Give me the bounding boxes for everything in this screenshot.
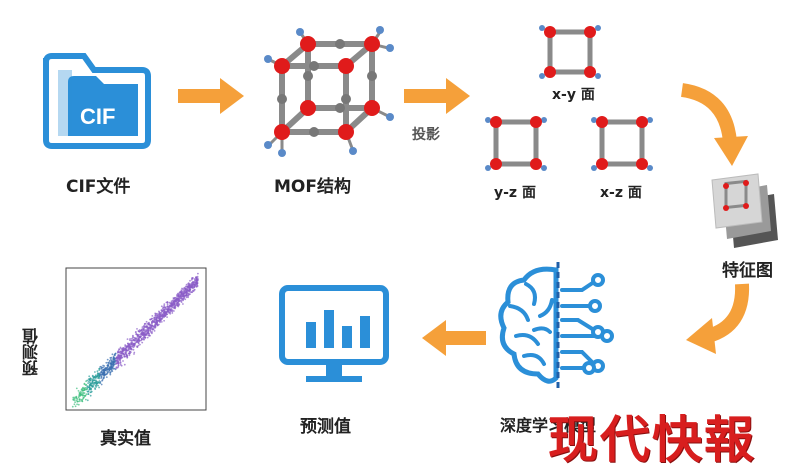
xz-plane-label: x-z 面	[600, 185, 642, 201]
arrow-left-icon	[422, 320, 486, 356]
deep-learning-model-label: 深度学习模型	[500, 416, 597, 435]
yz-plane-label: y-z 面	[494, 185, 536, 201]
mof-structure-label: MOF结构	[274, 177, 351, 197]
yz-projection-icon	[485, 116, 547, 171]
cif-file-label: CIF文件	[66, 177, 131, 197]
projection-label: 投影	[412, 127, 440, 143]
scatter-ylabel: 预测值	[22, 328, 41, 376]
xy-plane-label: x-y 面	[552, 87, 595, 103]
curved-arrow-icon	[686, 283, 750, 354]
arrow-right-icon	[178, 78, 244, 114]
cif-file-icon	[43, 53, 151, 149]
brain-ai-icon	[498, 262, 614, 392]
monitor-chart-icon	[279, 285, 389, 382]
scatter-xlabel: 真实值	[100, 429, 151, 449]
mof-structure-icon	[264, 26, 394, 157]
predicted-value-label: 预测值	[300, 417, 351, 437]
cif-icon-text: CIF	[80, 104, 116, 129]
xy-projection-icon	[539, 25, 601, 79]
scatter-plot	[65, 267, 207, 411]
feature-map-label: 特征图	[722, 261, 773, 281]
curved-arrow-icon	[680, 83, 748, 166]
feature-map-icon	[711, 173, 778, 248]
watermark-logo: 现代快報	[548, 410, 756, 469]
arrow-right-icon	[404, 78, 470, 114]
xz-projection-icon	[591, 116, 653, 171]
